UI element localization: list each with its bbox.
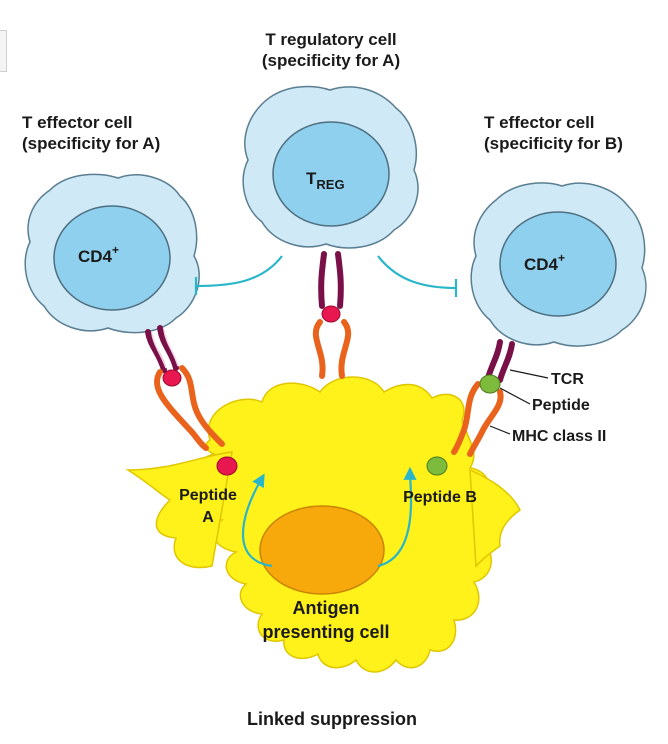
- peptide-a-free: [216, 456, 238, 476]
- apc-label-line1: Antigen: [293, 598, 360, 618]
- effector-b-heading-line1: T effector cell: [484, 113, 595, 132]
- treg-heading-line1: T regulatory cell: [265, 30, 396, 49]
- apc-label-line2: presenting cell: [262, 622, 389, 642]
- mhc-callout-line: [489, 425, 511, 435]
- peptide-b-transport-arrow: [377, 466, 417, 568]
- tcr-mhc-complex-a: [145, 325, 225, 451]
- apc-nucleus: [259, 505, 385, 595]
- peptide-callout-line: [499, 387, 531, 405]
- page-edge-tab: [0, 30, 7, 72]
- antigen-presenting-cell: [125, 376, 521, 673]
- tcr-mhc-complex-treg: [312, 251, 352, 379]
- t-effector-cell-b: CD4+: [470, 182, 647, 347]
- effector-a-nucleus: [53, 205, 171, 311]
- diagram-caption: Linked suppression: [247, 709, 417, 729]
- peptide-a-transport-arrow: [241, 473, 273, 568]
- peptide-label: Peptide: [532, 397, 590, 414]
- effector-a-heading-line2: (specificity for A): [22, 134, 160, 153]
- treg-heading-line2: (specificity for A): [262, 51, 400, 70]
- treg-nucleus: [272, 121, 390, 227]
- t-effector-cell-a: CD4+: [24, 173, 200, 334]
- effector-b-nucleus-label: CD4+: [524, 251, 565, 274]
- peptide-b-bound-effector: [479, 374, 501, 394]
- peptide-b-free: [426, 456, 448, 476]
- tcr-label: TCR: [551, 371, 584, 388]
- effector-a-heading-line1: T effector cell: [22, 113, 133, 132]
- apc-left-lobe: [125, 451, 233, 569]
- mhc-class-ii-label: MHC class II: [512, 428, 606, 445]
- peptide-a-bound-effector: [162, 369, 182, 387]
- tcr-callout-line: [509, 369, 549, 379]
- effector-b-nucleus: [499, 211, 617, 317]
- t-regulatory-cell: TREG: [242, 85, 419, 249]
- peptide-a-label-line2: A: [202, 509, 214, 526]
- peptide-a-bound-treg: [321, 305, 341, 323]
- peptide-b-label: Peptide B: [403, 489, 477, 506]
- tcr-mhc-complex-b: [451, 339, 515, 457]
- apc-right-lobe: [469, 468, 521, 568]
- treg-nucleus-label: TREG: [306, 169, 345, 192]
- peptide-a-label-line1: Peptide: [179, 487, 237, 504]
- effector-b-heading-line2: (specificity for B): [484, 134, 623, 153]
- inhibition-line-to-effector-a: [195, 255, 283, 288]
- inhibition-line-to-effector-b: [377, 255, 457, 290]
- effector-a-nucleus-label: CD4+: [78, 243, 119, 266]
